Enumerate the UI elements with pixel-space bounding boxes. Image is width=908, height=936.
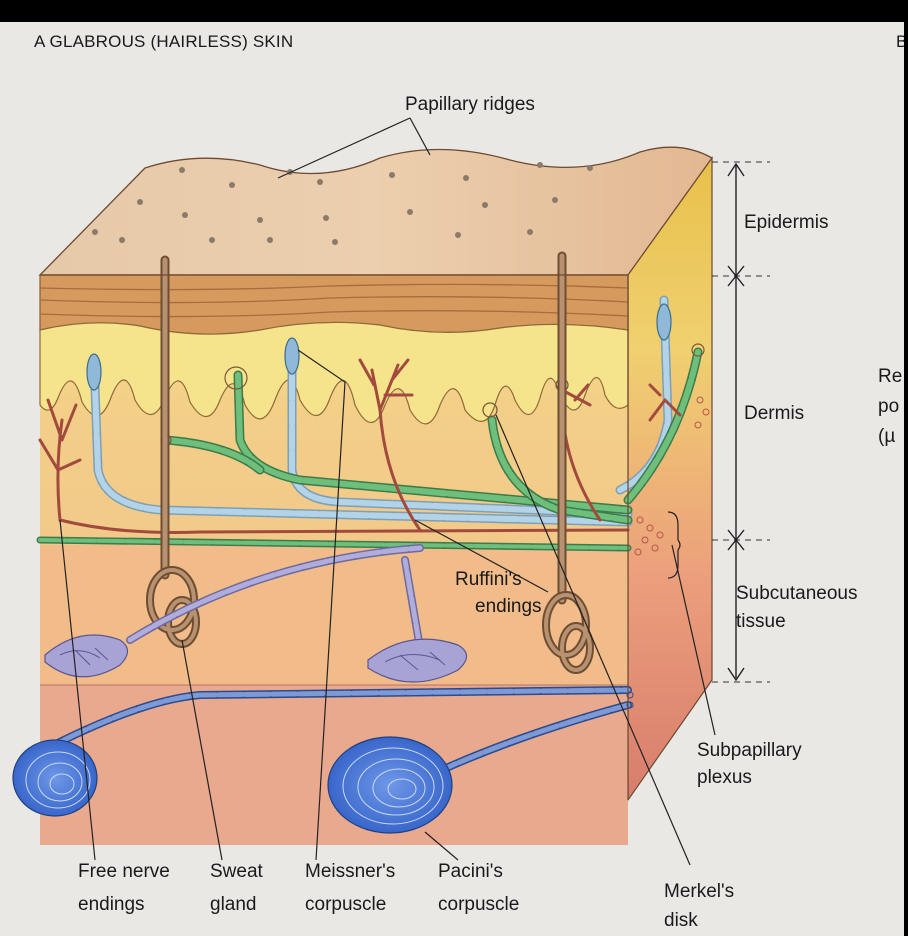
top-border [0,0,908,22]
panel-b-letter: B [896,32,904,51]
label-pacini: Pacini's [438,861,503,882]
label-ruffini-1: Ruffini's [455,569,522,590]
label-subpapillary: Subpapillary [697,740,802,761]
right-border [904,0,908,936]
label-merkel-disk: disk [664,910,698,931]
label-meissner-corpuscle: corpuscle [305,894,386,915]
label-free-nerve: Free nerve [78,861,170,882]
label-subcutaneous: Subcutaneous [736,583,858,604]
label-panel-b-fragment-3: (µ [878,426,895,447]
skin-surface [40,147,712,275]
label-meissner: Meissner's [305,861,395,882]
label-pacini-corpuscle: corpuscle [438,894,519,915]
label-merkel: Merkel's [664,881,734,902]
label-epidermis: Epidermis [744,212,828,233]
label-sweat: Sweat [210,861,264,882]
label-tissue: tissue [736,611,786,632]
label-dermis: Dermis [744,403,804,424]
label-plexus: plexus [697,767,752,788]
label-endings: endings [78,894,145,915]
label-gland: gland [210,894,257,915]
label-ruffini-2: endings [475,596,542,617]
label-panel-b-fragment-2: po [878,396,899,417]
panel-title: A GLABROUS (HAIRLESS) SKIN [34,32,293,51]
label-papillary-ridges: Papillary ridges [405,94,535,115]
label-panel-b-fragment-1: Re [878,366,902,387]
